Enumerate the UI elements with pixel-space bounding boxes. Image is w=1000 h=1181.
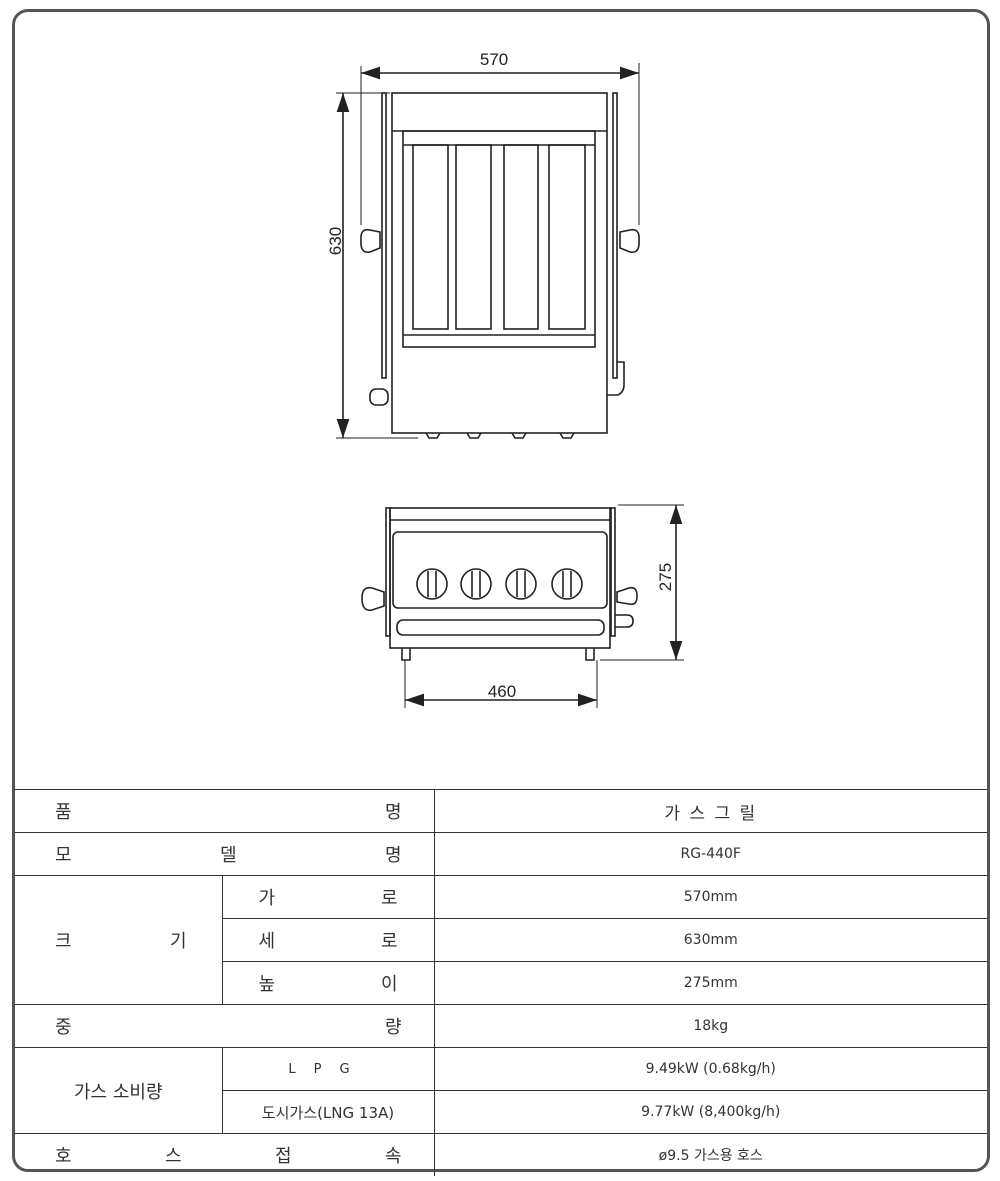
burner-knob-icon (460, 568, 492, 600)
label-text: 세 (258, 931, 276, 952)
label-text: LPG (221, 1047, 434, 1091)
technical-drawing: 570 630 275 460 (326, 50, 684, 708)
label-text: 스 (164, 1146, 182, 1167)
label-text: 델 (219, 845, 237, 866)
width-value: 570mm (433, 875, 987, 919)
table-row: 중 량 18kg (15, 1004, 987, 1048)
label-text: 호 (55, 1146, 72, 1167)
burner-knob-icon (416, 568, 448, 600)
label-text: 크 (55, 931, 72, 952)
width-dimension: 570 (480, 50, 508, 69)
gas-inlet-icon (607, 361, 625, 396)
label-text: 가 (258, 888, 276, 909)
label-text: 높 (258, 974, 276, 995)
weight-value: 18kg (433, 1004, 987, 1048)
lng-value: 9.77kW (8,400kg/h) (433, 1090, 987, 1134)
depth-dimension: 630 (326, 227, 345, 255)
label-text: 량 (384, 1017, 402, 1038)
table-row: 세 로 630mm (15, 918, 987, 962)
burner-knob-icon (505, 568, 537, 600)
base-width-dimension: 460 (488, 682, 516, 701)
label-text: 속 (384, 1146, 402, 1167)
side-view (361, 504, 684, 708)
handle-knob-icon (619, 228, 640, 254)
label-text: 품 (55, 802, 72, 823)
label-text: 접 (274, 1146, 292, 1167)
label-text: 로 (380, 888, 398, 909)
lpg-value: 9.49kW (0.68kg/h) (433, 1047, 987, 1091)
table-row: 높 이 275mm (15, 961, 987, 1005)
label-text: 중 (55, 1017, 72, 1038)
label-text: 명 (384, 802, 402, 823)
table-row: 도시가스(LNG 13A) 9.77kW (8,400kg/h) (15, 1090, 987, 1134)
label-text: 로 (380, 931, 398, 952)
valve-icon (369, 388, 389, 406)
height-value: 275mm (433, 961, 987, 1005)
hose-value: ø9.5 가스용 호스 (433, 1133, 987, 1176)
handle-knob-icon (360, 228, 381, 254)
burner-knob-icon (551, 568, 583, 600)
model-name-value: RG-440F (433, 832, 987, 876)
label-text: 도시가스(LNG 13A) (221, 1090, 434, 1134)
height-dimension: 275 (656, 563, 675, 591)
depth-value: 630mm (433, 918, 987, 962)
gas-consumption-label: 가스 소비량 (15, 1047, 222, 1134)
product-name-value: 가 스 그 릴 (433, 789, 987, 833)
front-view (336, 63, 640, 439)
table-row: 호 스 접 속 ø9.5 가스용 호스 (15, 1133, 987, 1176)
label-text: 명 (384, 845, 402, 866)
table-row: 모 델 명 RG-440F (15, 832, 987, 876)
label-text: 모 (55, 845, 72, 866)
label-text: 기 (169, 931, 187, 952)
table-row: 가스 소비량 LPG 9.49kW (0.68kg/h) (15, 1047, 987, 1134)
label-text: 이 (380, 974, 398, 995)
